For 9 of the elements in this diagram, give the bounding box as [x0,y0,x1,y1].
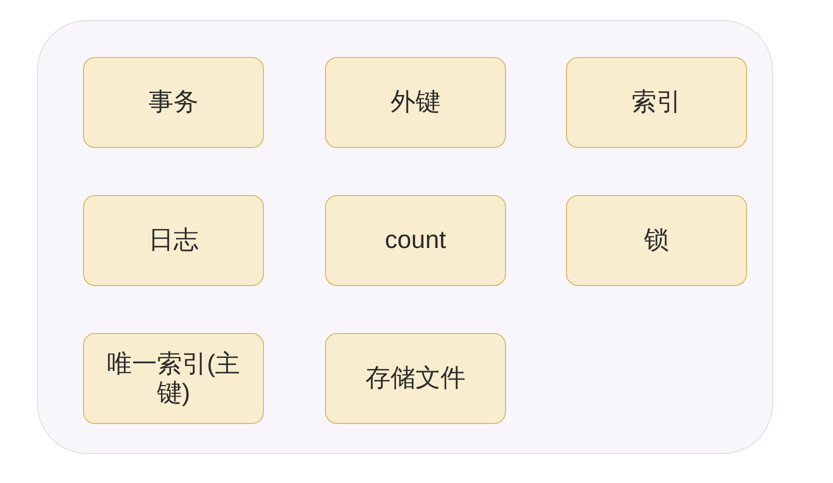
process-box: count [325,195,506,286]
container-panel [37,20,773,454]
process-box: 日志 [83,195,264,286]
process-box: 索引 [566,57,747,148]
process-box: 锁 [566,195,747,286]
process-box: 唯一索引(主键) [83,333,264,424]
process-box: 外键 [325,57,506,148]
process-box: 事务 [83,57,264,148]
process-box: 存储文件 [325,333,506,424]
